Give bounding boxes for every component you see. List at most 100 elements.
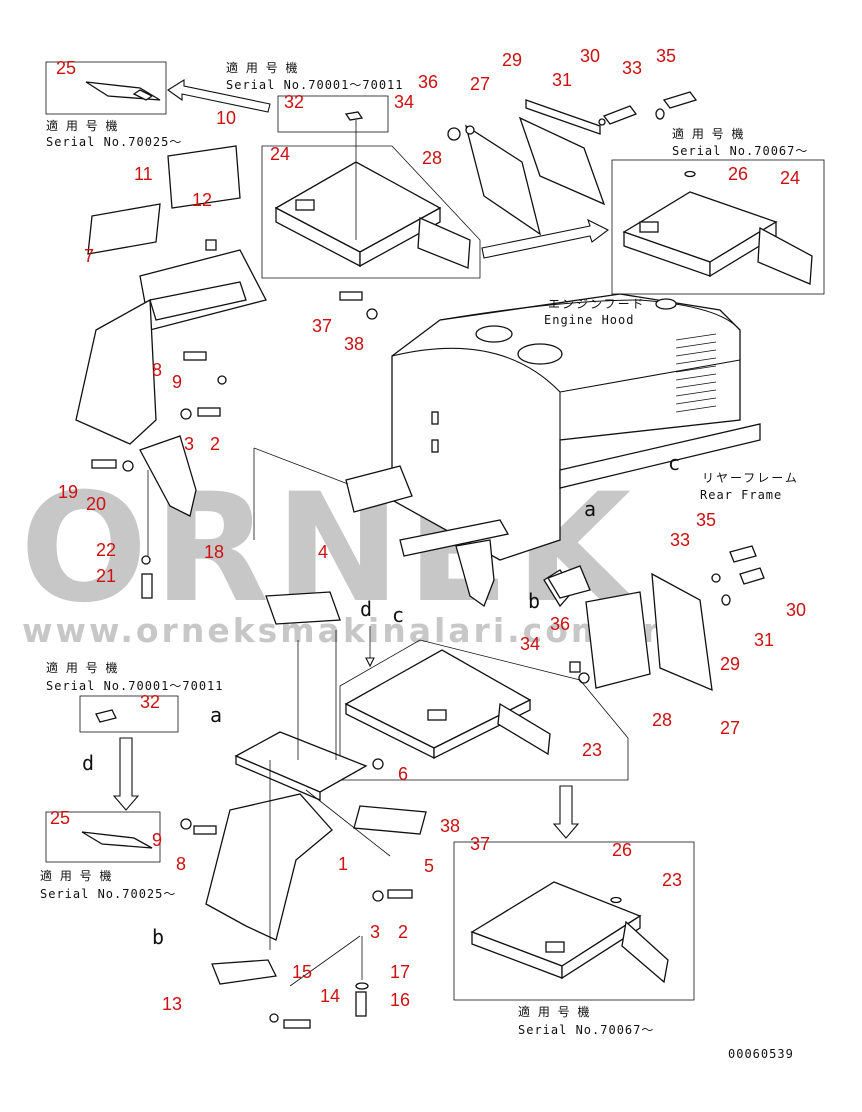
callout-36: 36: [418, 72, 438, 92]
callout-27: 27: [470, 74, 490, 94]
serial-box-25-lower: [45, 811, 161, 863]
inset-cover-23-lower: 適 用 号 機 Serial No.70067～: [453, 785, 695, 1037]
engine-hood-label-en: Engine Hood: [544, 313, 634, 327]
serial-box-32-lower: [79, 695, 179, 733]
view-marker-b-2: b: [528, 589, 541, 613]
callout-35-right: 35: [696, 510, 716, 530]
serial-label-jp: 適 用 号 機: [46, 660, 119, 675]
callout-38-lower: 38: [440, 816, 460, 836]
callout-4: 4: [318, 542, 328, 562]
callout-16: 16: [390, 990, 410, 1010]
callout-30-right: 30: [786, 600, 806, 620]
callout-22: 22: [96, 540, 116, 560]
serial-box-32: [277, 95, 389, 133]
callout-34: 34: [394, 92, 414, 112]
callout-36-right: 36: [550, 614, 570, 634]
callout-37: 37: [312, 316, 332, 336]
callout-14: 14: [320, 986, 340, 1006]
label-11: [87, 203, 161, 255]
callout-6: 6: [398, 764, 408, 784]
serial-text-70067-lower: Serial No.70067～: [518, 1023, 654, 1037]
view-marker-b: b: [152, 925, 165, 949]
callout-12: 12: [192, 190, 212, 210]
view-marker-a-2: a: [210, 703, 223, 727]
callout-9: 9: [172, 372, 182, 392]
label-4: [265, 591, 341, 625]
callout-28: 28: [422, 148, 442, 168]
callout-3: 3: [184, 434, 194, 454]
callout-17: 17: [390, 962, 410, 982]
engine-hood-assembly: エンジンフード Engine Hood リヤーフレーム Rear Frame c…: [345, 293, 797, 608]
callout-31-right: 31: [754, 630, 774, 650]
hollow-arrow-down-2: [552, 785, 580, 839]
callout-24: 24: [270, 144, 290, 164]
callout-8-lower: 8: [176, 854, 186, 874]
callout-25-lower: 25: [50, 808, 70, 828]
callout-23-lower: 23: [662, 870, 682, 890]
callout-38: 38: [344, 334, 364, 354]
callout-33-right: 33: [670, 530, 690, 550]
label-plate-32: [344, 111, 364, 121]
callout-33: 33: [622, 58, 642, 78]
callout-25: 25: [56, 58, 76, 78]
watermark-url: www.orneksmakinalari.com.tr: [22, 611, 662, 650]
callout-15: 15: [292, 962, 312, 982]
label-5: [353, 805, 427, 835]
callout-31: 31: [552, 70, 572, 90]
serial-label-jp: 適 用 号 機: [46, 118, 119, 133]
callout-32: 32: [284, 92, 304, 112]
callout-27-right: 27: [720, 718, 740, 738]
callout-24-right: 24: [780, 168, 800, 188]
callout-34-right: 34: [520, 634, 540, 654]
label-10: [167, 145, 241, 209]
callout-19: 19: [58, 482, 78, 502]
callout-2: 2: [210, 434, 220, 454]
serial-text-70001: Serial No.70001～70011: [226, 78, 404, 92]
drawing-number: 00060539: [728, 1047, 794, 1061]
callout-11: 11: [134, 164, 153, 184]
hollow-arrow-down: [112, 737, 140, 811]
view-marker-c: c: [668, 451, 681, 475]
serial-text-70067: Serial No.70067～: [672, 144, 808, 158]
callout-26: 26: [728, 164, 748, 184]
serial-label-jp: 適 用 号 機: [518, 1004, 591, 1019]
callout-30: 30: [580, 46, 600, 66]
bracket-18: [139, 435, 197, 517]
serial-label-jp: 適 用 号 機: [40, 868, 113, 883]
view-marker-c-2: c: [392, 603, 405, 627]
inset-cover-24: [261, 120, 481, 279]
callout-13: 13: [162, 994, 182, 1014]
serial-text-70025: Serial No.70025～: [46, 135, 182, 149]
callout-20: 20: [86, 494, 106, 514]
callout-29-right: 29: [720, 654, 740, 674]
callout-numbers: 25 32 10 24 11 12 7 8 9 3 2 19 20 18 22 …: [50, 46, 806, 1014]
callout-10: 10: [216, 108, 236, 128]
callout-7: 7: [84, 246, 94, 266]
view-marker-a: a: [584, 497, 597, 521]
callout-28-right: 28: [652, 710, 672, 730]
callout-2-lower: 2: [398, 922, 408, 942]
view-marker-d-2: d: [82, 751, 95, 775]
callout-26-lower: 26: [612, 840, 632, 860]
side-plates-top: [447, 91, 698, 236]
callout-1: 1: [338, 854, 348, 874]
bracket-13: [211, 959, 277, 985]
callout-3-lower: 3: [370, 922, 380, 942]
callout-23: 23: [582, 740, 602, 760]
serial-text-70025-lower: Serial No.70025～: [40, 887, 176, 901]
callout-32-lower: 32: [140, 692, 160, 712]
callout-29: 29: [502, 50, 522, 70]
callout-5: 5: [424, 856, 434, 876]
left-cover-assembly-top: [75, 145, 378, 599]
serial-box-25-top: 適 用 号 機 Serial No.70025～: [45, 61, 182, 149]
serial-text-70001-lower: Serial No.70001～70011: [46, 679, 224, 693]
view-marker-d: d: [360, 597, 373, 621]
side-plates-right: [547, 545, 765, 692]
callout-18: 18: [204, 542, 224, 562]
hollow-arrow-right: [481, 218, 610, 259]
inset-cover-24-right: 適 用 号 機 Serial No.70067～: [611, 126, 825, 295]
engine-hood-label-jp: エンジンフード: [548, 297, 646, 311]
callout-37-lower: 37: [470, 834, 490, 854]
hollow-arrow-left: [167, 79, 271, 113]
